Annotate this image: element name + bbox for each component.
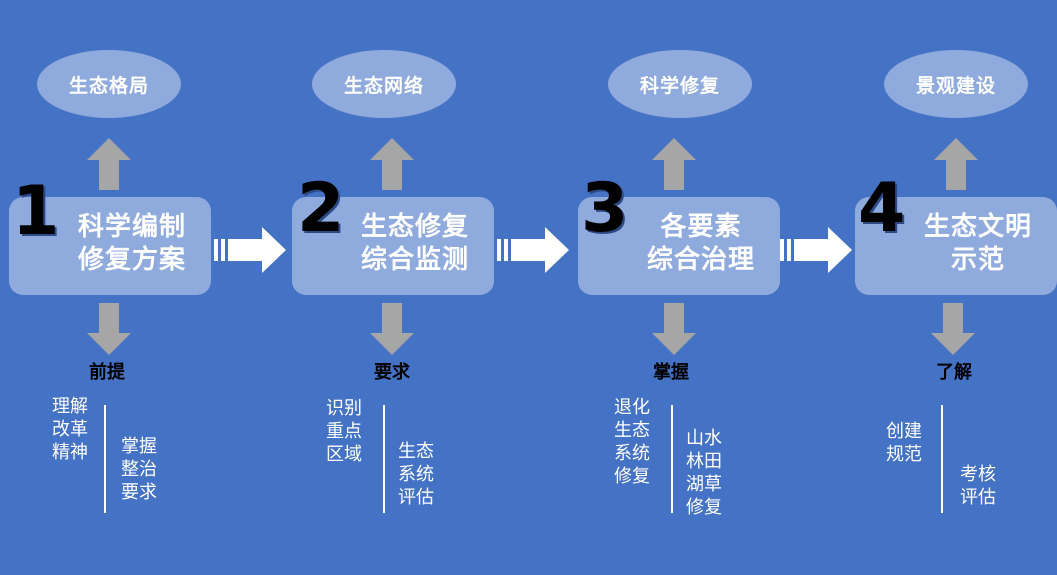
step-3-right-details: 山水 林田 湖草 修复 <box>686 427 722 519</box>
detail-line: 修复 <box>686 497 722 518</box>
detail-line: 生态 <box>614 420 650 441</box>
down-arrow-icon <box>652 303 696 355</box>
step-3-number: 3 <box>581 169 629 248</box>
step-1-goal-ellipse: 生态格局 <box>37 50 181 118</box>
detail-divider <box>671 405 673 513</box>
step-3-left-details: 退化 生态 系统 修复 <box>614 396 650 488</box>
detail-line: 区域 <box>326 444 362 465</box>
step-2-title-line-1: 生态修复 <box>360 212 469 242</box>
right-arrow-icon <box>780 227 852 273</box>
up-arrow-icon <box>652 138 696 190</box>
detail-line: 掌握 <box>121 436 157 457</box>
step-3-title-line-2: 综合治理 <box>646 245 755 275</box>
step-2-number: 2 <box>297 169 345 248</box>
step-3-title: 各要素 综合治理 <box>626 211 776 277</box>
step-4-focus-label: 了解 <box>936 362 972 383</box>
step-2-title: 生态修复 综合监测 <box>340 211 490 277</box>
up-arrow-icon <box>370 138 414 190</box>
step-2-right-details: 生态 系统 评估 <box>398 440 434 509</box>
detail-line: 评估 <box>398 487 434 508</box>
detail-line: 精神 <box>52 442 88 463</box>
step-1-title-line-2: 修复方案 <box>77 245 186 275</box>
step-4-goal-label: 景观建设 <box>915 74 996 97</box>
detail-line: 系统 <box>614 443 650 464</box>
detail-line: 山水 <box>686 428 722 449</box>
detail-line: 理解 <box>52 396 88 417</box>
step-2-left-details: 识别 重点 区域 <box>326 397 362 466</box>
step-4-title-line-2: 示范 <box>950 245 1005 275</box>
up-arrow-icon <box>87 138 131 190</box>
step-4-right-details: 考核 评估 <box>960 463 996 509</box>
detail-line: 考核 <box>960 464 996 485</box>
step-2-goal-ellipse: 生态网络 <box>312 50 456 118</box>
step-1-right-details: 掌握 整治 要求 <box>121 435 157 504</box>
step-2-title-line-2: 综合监测 <box>360 245 469 275</box>
detail-line: 系统 <box>398 464 434 485</box>
up-arrow-icon <box>934 138 978 190</box>
step-4-left-details: 创建 规范 <box>886 420 922 466</box>
step-3-focus-label: 掌握 <box>653 362 689 383</box>
detail-divider <box>941 405 943 513</box>
detail-line: 林田 <box>686 451 722 472</box>
step-3-goal-ellipse: 科学修复 <box>608 50 752 118</box>
step-4-number: 4 <box>858 169 906 248</box>
step-1-left-details: 理解 改革 精神 <box>52 395 88 464</box>
down-arrow-icon <box>370 303 414 355</box>
step-1-box: 科学编制 修复方案 <box>9 197 211 295</box>
step-2-box: 生态修复 综合监测 <box>292 197 494 295</box>
step-4-title-line-1: 生态文明 <box>923 212 1032 242</box>
step-1-number: 1 <box>12 172 60 251</box>
step-1-focus-label: 前提 <box>89 362 125 383</box>
step-1-title: 科学编制 修复方案 <box>57 211 207 277</box>
step-3-goal-label: 科学修复 <box>639 74 720 97</box>
detail-line: 要求 <box>121 482 157 503</box>
detail-line: 湖草 <box>686 474 722 495</box>
detail-divider <box>104 405 106 513</box>
detail-line: 规范 <box>886 444 922 465</box>
detail-line: 整治 <box>121 459 157 480</box>
detail-line: 创建 <box>886 421 922 442</box>
detail-line: 生态 <box>398 441 434 462</box>
step-4-goal-ellipse: 景观建设 <box>884 50 1028 118</box>
detail-line: 退化 <box>614 397 650 418</box>
step-2-focus-label: 要求 <box>374 362 410 383</box>
step-2-goal-label: 生态网络 <box>343 74 424 97</box>
down-arrow-icon <box>931 303 975 355</box>
detail-line: 重点 <box>326 421 362 442</box>
step-3-box: 各要素 综合治理 <box>578 197 780 295</box>
detail-line: 修复 <box>614 466 650 487</box>
step-3-title-line-1: 各要素 <box>660 212 742 242</box>
down-arrow-icon <box>87 303 131 355</box>
detail-line: 识别 <box>326 398 362 419</box>
right-arrow-icon <box>214 227 286 273</box>
step-4-box: 生态文明 示范 <box>855 197 1057 295</box>
step-4-title: 生态文明 示范 <box>903 211 1053 277</box>
right-arrow-icon <box>497 227 569 273</box>
detail-line: 改革 <box>52 419 88 440</box>
detail-line: 评估 <box>960 487 996 508</box>
detail-divider <box>383 405 385 513</box>
step-1-goal-label: 生态格局 <box>68 74 149 97</box>
step-1-title-line-1: 科学编制 <box>77 212 186 242</box>
